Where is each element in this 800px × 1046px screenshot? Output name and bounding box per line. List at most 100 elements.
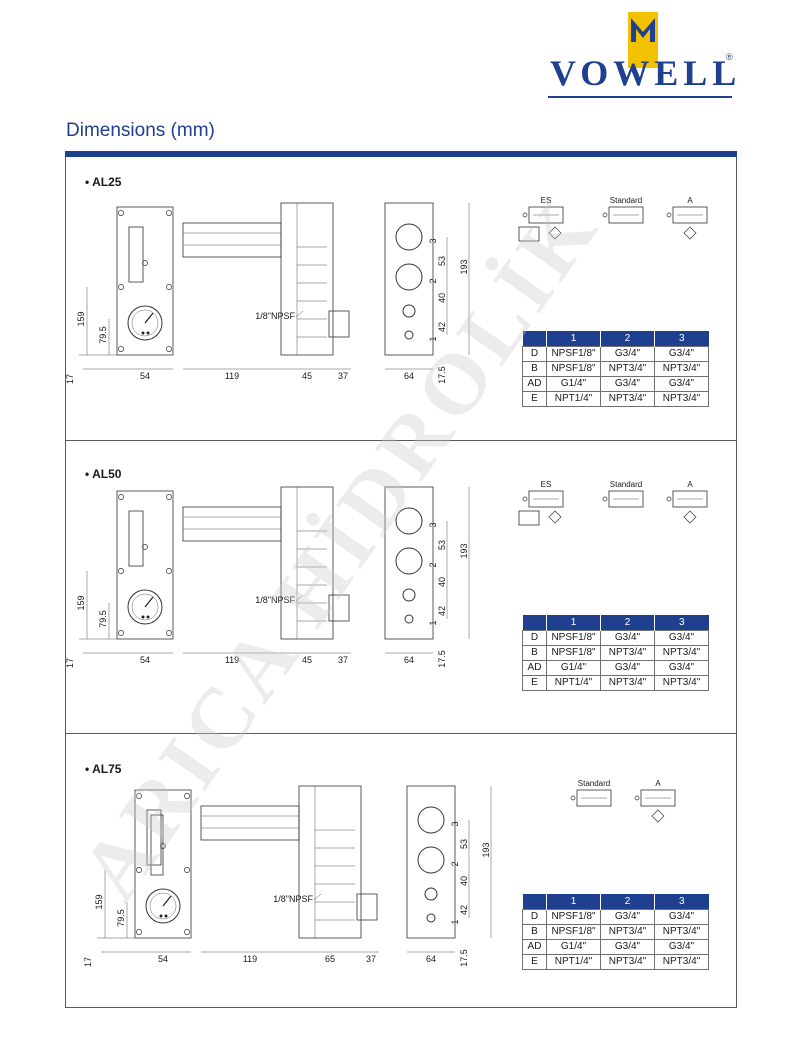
symbol-es-box	[518, 226, 540, 242]
thread-callout: 1/8"NPSF	[255, 311, 295, 321]
table-cell: G3/4"	[654, 938, 709, 955]
mounting-hole-icon	[118, 284, 124, 290]
table-header: 2	[600, 894, 655, 909]
mounting-hole-icon	[118, 494, 124, 500]
gauge-dot	[141, 615, 145, 619]
port-3-icon	[395, 507, 423, 535]
table-cell: G3/4"	[654, 908, 709, 925]
table-cell: G3/4"	[600, 629, 655, 646]
table-cell: G3/4"	[654, 375, 709, 392]
dim-side-bottom: 17.5	[437, 366, 447, 384]
symbol-es-box	[518, 510, 540, 526]
dim-overall-height: 159	[76, 595, 86, 610]
symbol-a-icon	[672, 206, 708, 224]
port-2-icon	[395, 547, 423, 575]
port-label: 2	[450, 861, 460, 866]
table-cell: NPT3/4"	[654, 390, 709, 407]
dim-gauge-height: 79.5	[98, 610, 108, 628]
front-plate	[116, 206, 174, 356]
port-2-icon	[395, 263, 423, 291]
symbol-label: ES	[541, 480, 552, 489]
table-cell: NPT3/4"	[600, 674, 655, 691]
sight-window	[146, 809, 162, 866]
gauge-needle	[162, 895, 172, 907]
mounting-hole-icon	[118, 346, 124, 352]
mounting-hole-icon	[136, 929, 142, 935]
symbol-label: A	[655, 779, 661, 788]
title-bar	[65, 151, 737, 157]
dim-base-offset: 17	[65, 374, 75, 384]
leader-line	[295, 594, 304, 602]
table-cell: G3/4"	[654, 345, 709, 362]
table-cell: NPT3/4"	[654, 953, 709, 970]
table-cell: G3/4"	[600, 375, 655, 392]
dim-valve-width: 65	[325, 954, 335, 964]
port-plate	[384, 486, 434, 640]
pilot-port-icon	[404, 330, 414, 340]
dim-port-40: 40	[437, 577, 447, 587]
symbol-label: ES	[541, 196, 552, 205]
port-label: 3	[428, 238, 438, 243]
gauge-dial	[131, 593, 159, 621]
dim-front-width: 54	[140, 371, 150, 381]
dim-gauge-height: 79.5	[116, 909, 126, 927]
dim-side-height: 193	[459, 259, 469, 274]
section-divider	[65, 733, 737, 734]
symbol-a-icon	[672, 490, 708, 508]
gauge-dot	[146, 615, 150, 619]
dim-gauge-height: 79.5	[98, 326, 108, 344]
table-cell: NPSF1/8"	[546, 908, 601, 925]
table-header: 3	[654, 615, 709, 630]
thread-callout: 1/8"NPSF	[255, 595, 295, 605]
dim-port-42: 42	[437, 606, 447, 616]
mounting-hole-icon	[166, 630, 172, 636]
dim-body-width: 119	[225, 371, 239, 381]
port-3-icon	[417, 806, 445, 834]
gauge-needle	[144, 312, 154, 324]
table-cell: B	[522, 923, 547, 940]
front-plate	[134, 789, 192, 939]
screw-icon	[142, 260, 148, 266]
table-cell: G3/4"	[600, 938, 655, 955]
port-3-icon	[395, 223, 423, 251]
table-cell: NPT3/4"	[654, 360, 709, 377]
leader-line	[295, 310, 304, 318]
pilot-port-icon	[426, 913, 436, 923]
cylinder-body	[182, 506, 282, 542]
dim-side-width: 64	[426, 954, 436, 964]
port-1-icon	[424, 887, 438, 901]
table-cell: AD	[522, 659, 547, 676]
screw-icon	[142, 544, 148, 550]
vowell-logo: VOWELL ®	[548, 12, 738, 98]
gauge-dot	[141, 331, 145, 335]
table-cell: G3/4"	[600, 908, 655, 925]
table-cell: G3/4"	[654, 629, 709, 646]
table-header: 1	[546, 894, 601, 909]
table-cell: NPSF1/8"	[546, 923, 601, 940]
port-plate	[384, 202, 434, 356]
mounting-hole-icon	[118, 630, 124, 636]
gauge-dot	[146, 331, 150, 335]
table-cell: B	[522, 644, 547, 661]
section-divider	[65, 440, 737, 441]
port-node-icon	[522, 496, 528, 502]
section-title: • AL75	[85, 762, 122, 776]
dim-valve-width: 45	[302, 371, 312, 381]
